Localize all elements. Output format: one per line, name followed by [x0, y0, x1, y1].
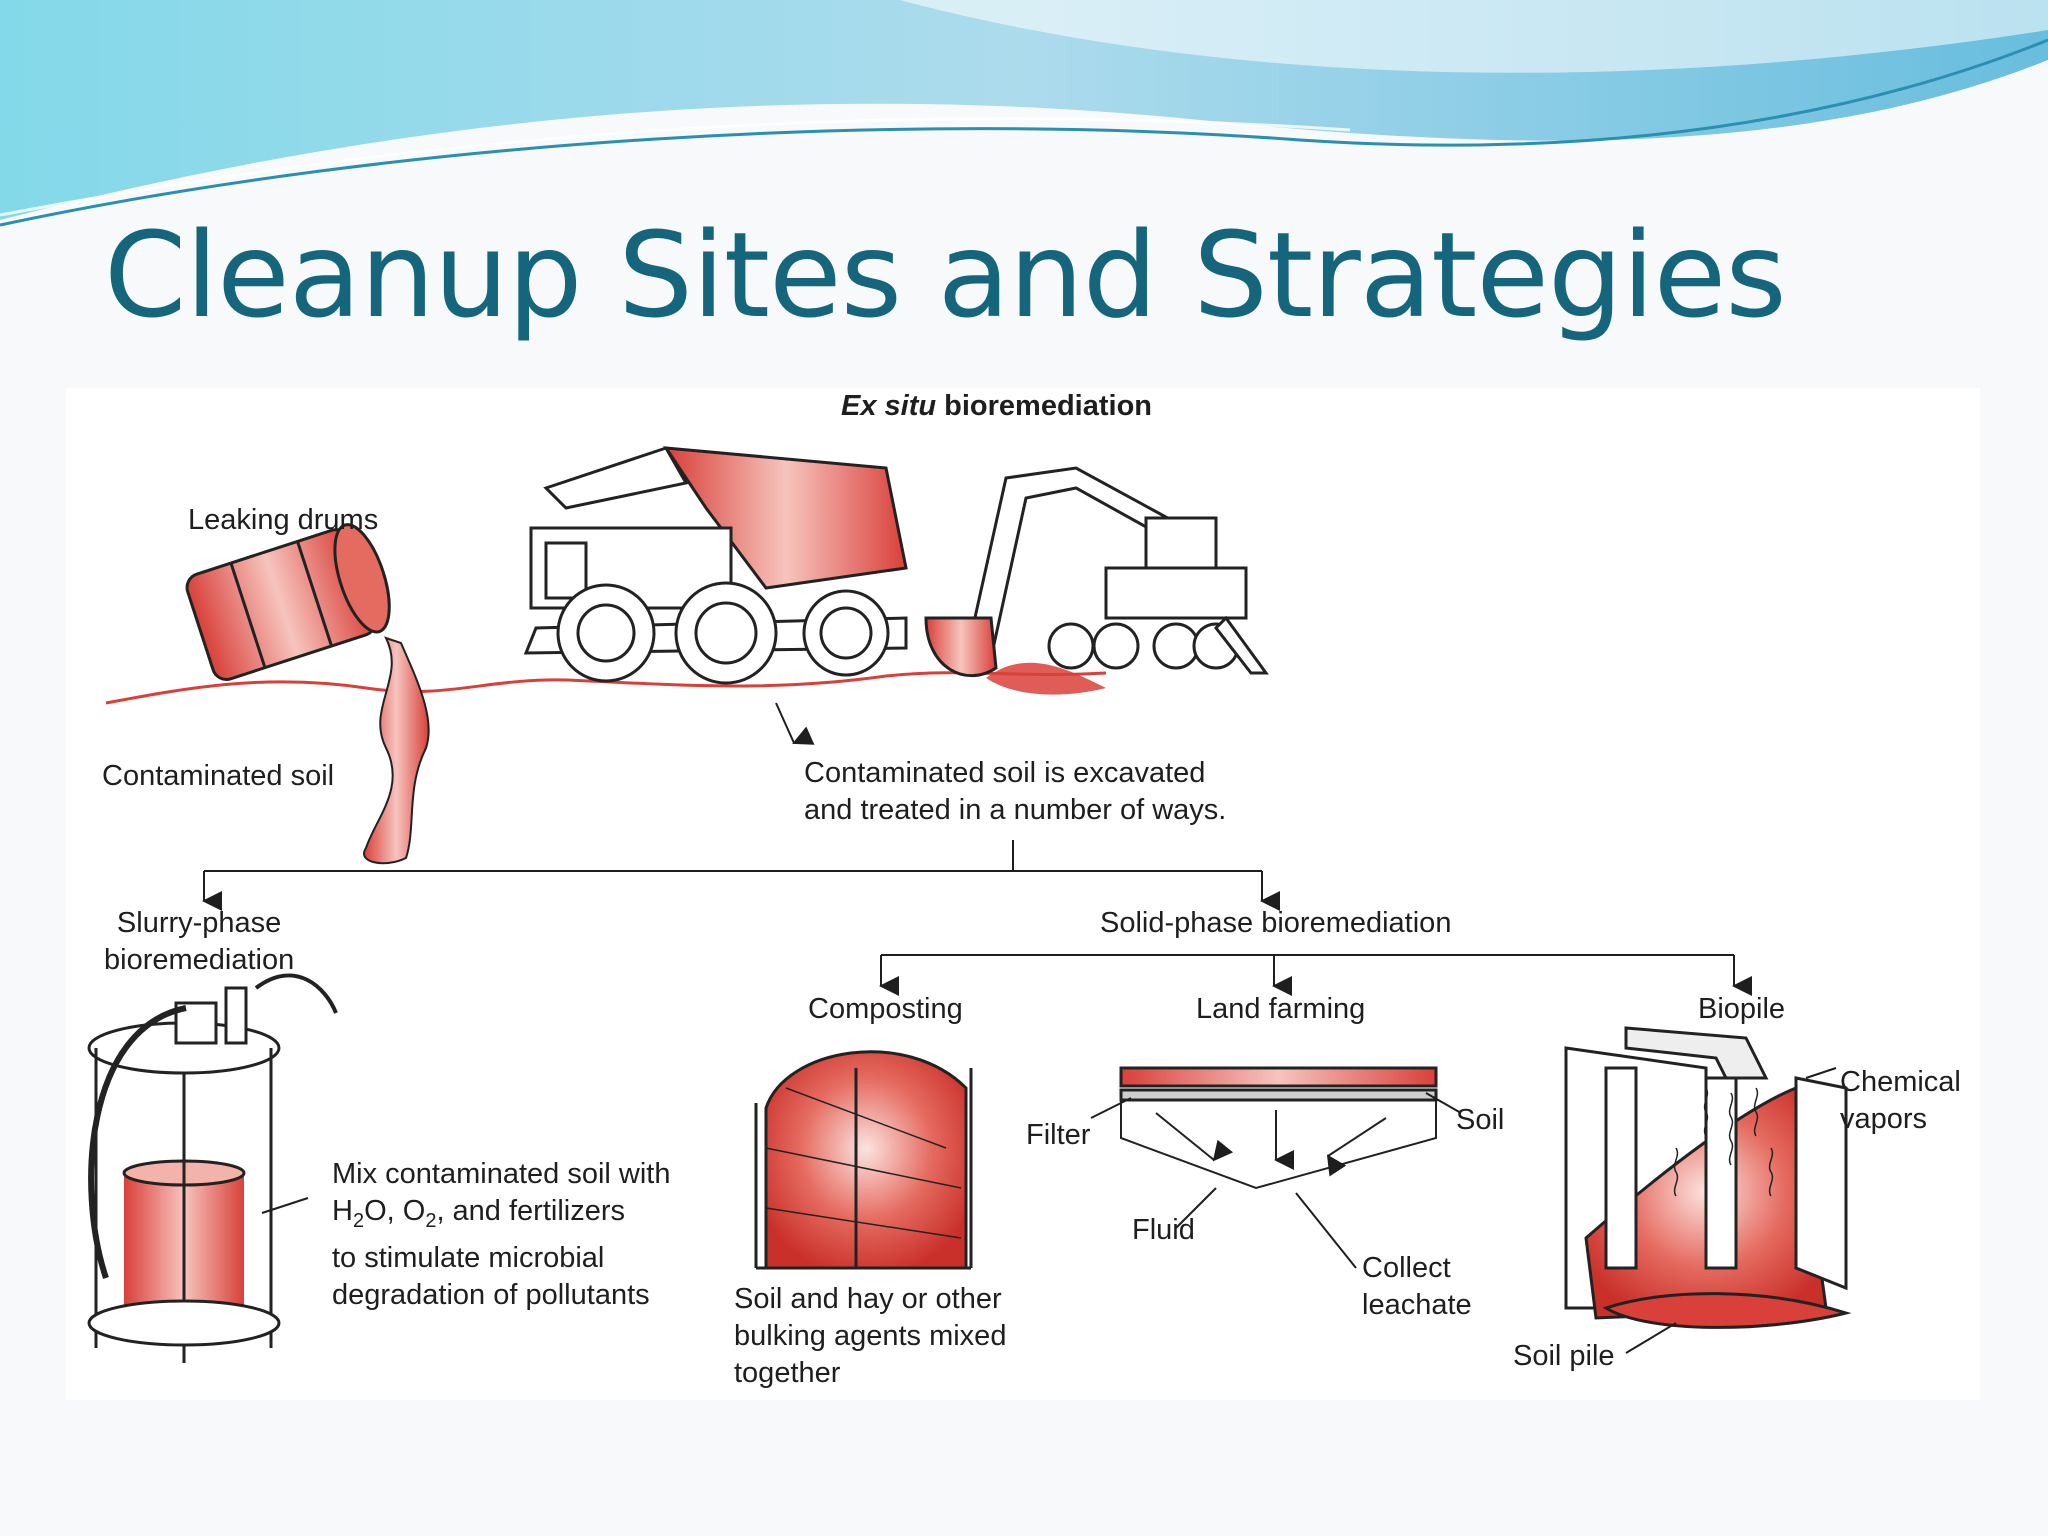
excavated-label: Contaminated soil is excavated and treat…: [804, 757, 1227, 826]
soil-label: Soil: [1456, 1104, 1505, 1136]
leaking-drum-icon: [185, 523, 430, 865]
contaminated-soil-label: Contaminated soil: [102, 760, 335, 792]
excavated-soil-heap: [986, 662, 1106, 695]
excavator-icon: [924, 466, 1269, 678]
leaking-drums-label: Leaking drums: [188, 504, 379, 536]
land-farming-label: Land farming: [1196, 993, 1366, 1025]
slurry-mix-description: Mix contaminated soil with H2O, O2, and …: [332, 1158, 671, 1311]
fluid-label: Fluid: [1132, 1214, 1195, 1246]
solid-phase-label: Solid-phase bioremediation: [1100, 907, 1452, 939]
biopile-label: Biopile: [1698, 993, 1786, 1025]
filter-label: Filter: [1026, 1119, 1091, 1151]
slurry-bioreactor-icon: [87, 973, 338, 1363]
composting-label: Composting: [808, 993, 963, 1025]
flow-connectors: [202, 840, 1752, 996]
slurry-phase-label: Slurry-phase bioremediation: [104, 907, 295, 976]
biopile-enclosure-icon: [1564, 1026, 1852, 1329]
slide-title: Cleanup Sites and Strategies: [104, 206, 1787, 344]
land-farming-bed-icon: [1119, 1066, 1438, 1190]
land-farming-pointers: [1090, 1092, 1462, 1269]
ground-contamination-line: [105, 671, 1107, 705]
diagram-illustrations: [87, 446, 1852, 1363]
header-wave-decoration: [0, 0, 2048, 227]
dump-truck-icon: [523, 446, 908, 685]
ex-situ-header: Ex situ bioremediation: [841, 390, 1153, 422]
compost-description: Soil and hay or other bulking agents mix…: [734, 1283, 1007, 1389]
bioremediation-diagram: Ex situ bioremediation Leaking drums Con…: [66, 388, 1980, 1400]
soil-pile-label: Soil pile: [1513, 1340, 1615, 1372]
chemical-vapors-label: Chemical vapors: [1840, 1066, 1961, 1135]
compost-crate-icon: [754, 1050, 973, 1270]
collect-leachate-label: Collect leachate: [1362, 1252, 1472, 1321]
vapor-wisps: [1673, 1087, 1774, 1197]
